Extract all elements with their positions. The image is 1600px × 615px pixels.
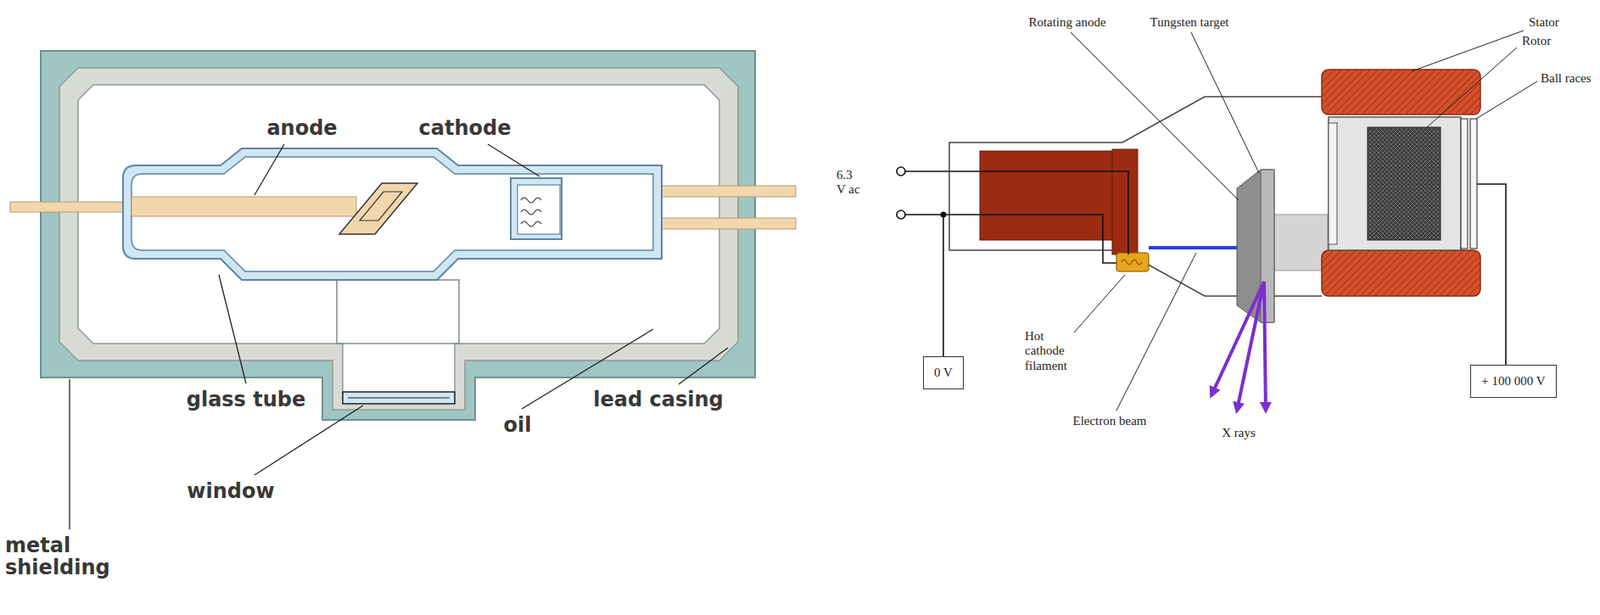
voltage-box: + 100 000 V (1470, 364, 1556, 398)
rotating-anode (1236, 169, 1328, 323)
window (336, 279, 459, 404)
part-label: Tungsten target (1148, 15, 1231, 30)
voltage-box: 0 V (923, 356, 964, 390)
part-label: lead casing (591, 388, 725, 411)
filament-wires (896, 167, 1129, 357)
part-label: Rotating anode (1026, 15, 1108, 30)
part-label: Electron beam (1070, 413, 1148, 429)
part-label: X rays (1219, 425, 1258, 441)
voltage-label: 6.3 V ac (834, 167, 862, 198)
part-label: Ball races (1538, 71, 1594, 86)
part-label: Stator (1527, 15, 1561, 30)
anode-rod (131, 183, 418, 235)
xray-arrows (1211, 281, 1266, 411)
glass-tube (123, 148, 662, 280)
high-voltage-wire (1476, 184, 1506, 365)
voltage-value: 0 V (934, 365, 953, 381)
part-label: Hot cathode filament (1023, 329, 1075, 374)
stator (1321, 69, 1481, 297)
part-label: Rotor (1520, 33, 1553, 49)
anode-lead (10, 201, 138, 213)
voltage-value: + 100 000 V (1481, 374, 1545, 389)
junction-dot (940, 212, 947, 219)
cathode-cup (510, 178, 562, 240)
part-label: cathode (417, 117, 514, 140)
rotor (1328, 117, 1461, 251)
leader-lines-left (69, 144, 728, 530)
part-label: oil (502, 413, 534, 437)
oil-region (78, 84, 720, 399)
electron-beam-arrow (1148, 246, 1248, 250)
part-label: anode (264, 117, 339, 140)
part-label: window (184, 480, 276, 503)
cathode-assembly (979, 149, 1149, 272)
ball-races (1460, 118, 1477, 249)
part-label: metal shielding (3, 534, 135, 580)
lead-casing (59, 67, 739, 410)
metal-shielding (40, 50, 756, 420)
leader-lines-right (1070, 30, 1538, 411)
part-label: glass tube (184, 388, 308, 411)
